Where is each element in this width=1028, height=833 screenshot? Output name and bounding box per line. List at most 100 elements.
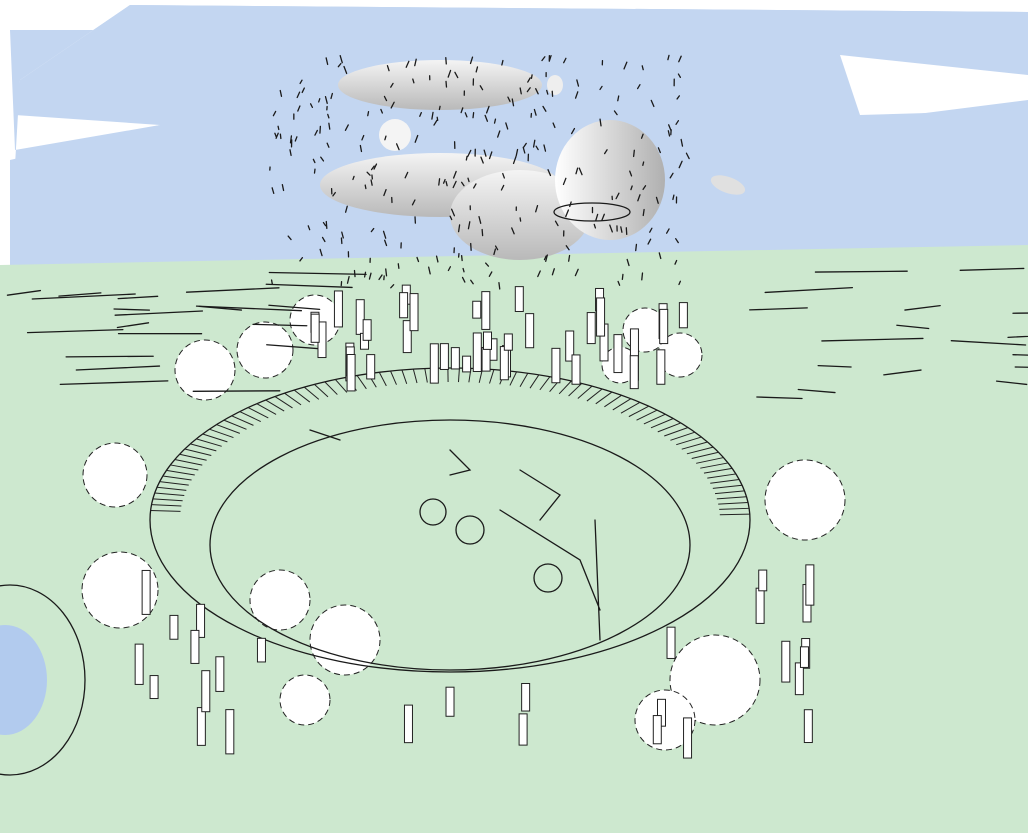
field-line: [114, 310, 204, 316]
tree: [657, 332, 703, 378]
sketch-mark: [562, 177, 567, 186]
sketch-mark: [667, 130, 671, 137]
sketch-mark: [470, 279, 474, 285]
building: [362, 319, 372, 341]
sketch-mark: [569, 201, 572, 208]
sketch-mark: [641, 65, 644, 71]
seat-row-line: [691, 451, 719, 459]
sketch-mark: [568, 254, 571, 262]
building: [141, 569, 151, 615]
seat-row-line: [509, 371, 518, 386]
ground: [0, 245, 1028, 833]
field-line: [65, 355, 154, 358]
sketch-mark: [465, 155, 468, 161]
building: [429, 343, 439, 384]
sketch-mark: [382, 230, 387, 239]
building: [190, 629, 200, 664]
sketch-mark: [484, 114, 489, 122]
building: [225, 709, 235, 755]
seat-row-line: [686, 446, 714, 455]
sketch-mark: [359, 144, 363, 153]
building: [215, 656, 225, 692]
sketch-mark: [281, 184, 285, 192]
field-line: [6, 289, 42, 296]
sketch-mark: [678, 160, 683, 169]
cloud: [450, 170, 590, 260]
sketch-mark: [635, 243, 638, 252]
sketch-mark: [328, 122, 331, 130]
seat-row-line: [696, 457, 724, 464]
seat-row-line: [150, 509, 181, 512]
seat-row-line: [681, 441, 708, 450]
building: [134, 643, 144, 685]
sketch-mark: [366, 171, 371, 176]
sketch-mark: [435, 255, 439, 263]
seat-row-line: [196, 438, 222, 447]
sketch-mark: [554, 220, 559, 227]
sketch-mark: [352, 175, 355, 181]
sketch-mark: [620, 226, 623, 233]
sketch-mark: [551, 268, 555, 276]
seat-row-line: [716, 496, 747, 500]
sketch-mark: [488, 271, 493, 277]
sketch-mark: [412, 78, 415, 84]
sketch-mark: [637, 194, 641, 202]
sketch-mark: [390, 284, 395, 289]
field-line: [764, 286, 854, 294]
field-line: [116, 322, 150, 329]
sketch-strokes: [6, 54, 1028, 759]
seat-row-line: [719, 507, 750, 510]
building: [799, 646, 809, 668]
seat-row-line: [703, 467, 733, 474]
sketch-mark: [431, 111, 434, 120]
sketch-mark: [414, 58, 417, 67]
seat-row-line: [412, 369, 418, 384]
sketch-mark: [599, 118, 602, 127]
seat-row-line: [401, 369, 408, 384]
sketch-mark: [337, 62, 342, 68]
seat-row-line: [166, 469, 195, 476]
sketch-mark: [501, 59, 504, 66]
sketch-mark: [493, 118, 497, 124]
building: [629, 328, 639, 358]
seat-row-line: [719, 513, 750, 516]
seat-row-line: [303, 386, 320, 400]
seat-row-line: [324, 381, 338, 395]
sketch-mark: [485, 262, 490, 267]
sketch-mark: [545, 254, 548, 262]
sketch-mark: [272, 110, 277, 117]
sketch-mark: [296, 91, 301, 99]
sketch-mark: [343, 65, 348, 75]
sketch-mark: [341, 231, 344, 239]
sketch-mark: [460, 107, 464, 114]
building: [472, 332, 482, 372]
building: [652, 715, 662, 745]
field-line: [113, 308, 151, 311]
seat-row-line: [390, 370, 397, 385]
seat-row-line: [174, 459, 203, 466]
airship: [710, 175, 746, 195]
field-line: [195, 305, 303, 312]
sketch-mark: [680, 138, 684, 147]
sketch-mark: [667, 54, 670, 61]
cloud: [338, 60, 542, 110]
sketch-mark: [397, 263, 400, 269]
seat-row-line: [586, 388, 603, 402]
sketch-mark: [275, 132, 279, 139]
building: [596, 297, 606, 337]
building: [481, 291, 491, 330]
field-line: [950, 340, 1027, 346]
sketch-mark: [383, 95, 388, 102]
sketch-mark: [270, 279, 273, 285]
cloud: [555, 120, 665, 240]
sketch-mark: [383, 188, 387, 197]
sketch-mark: [297, 105, 301, 112]
sketch-mark: [532, 139, 536, 148]
sketch-mark: [344, 205, 348, 213]
sketch-mark: [457, 224, 461, 233]
seat-row-line: [604, 394, 622, 408]
seat-row-line: [539, 376, 551, 391]
sketch-mark: [632, 149, 635, 158]
building: [613, 334, 623, 374]
building: [445, 686, 455, 717]
